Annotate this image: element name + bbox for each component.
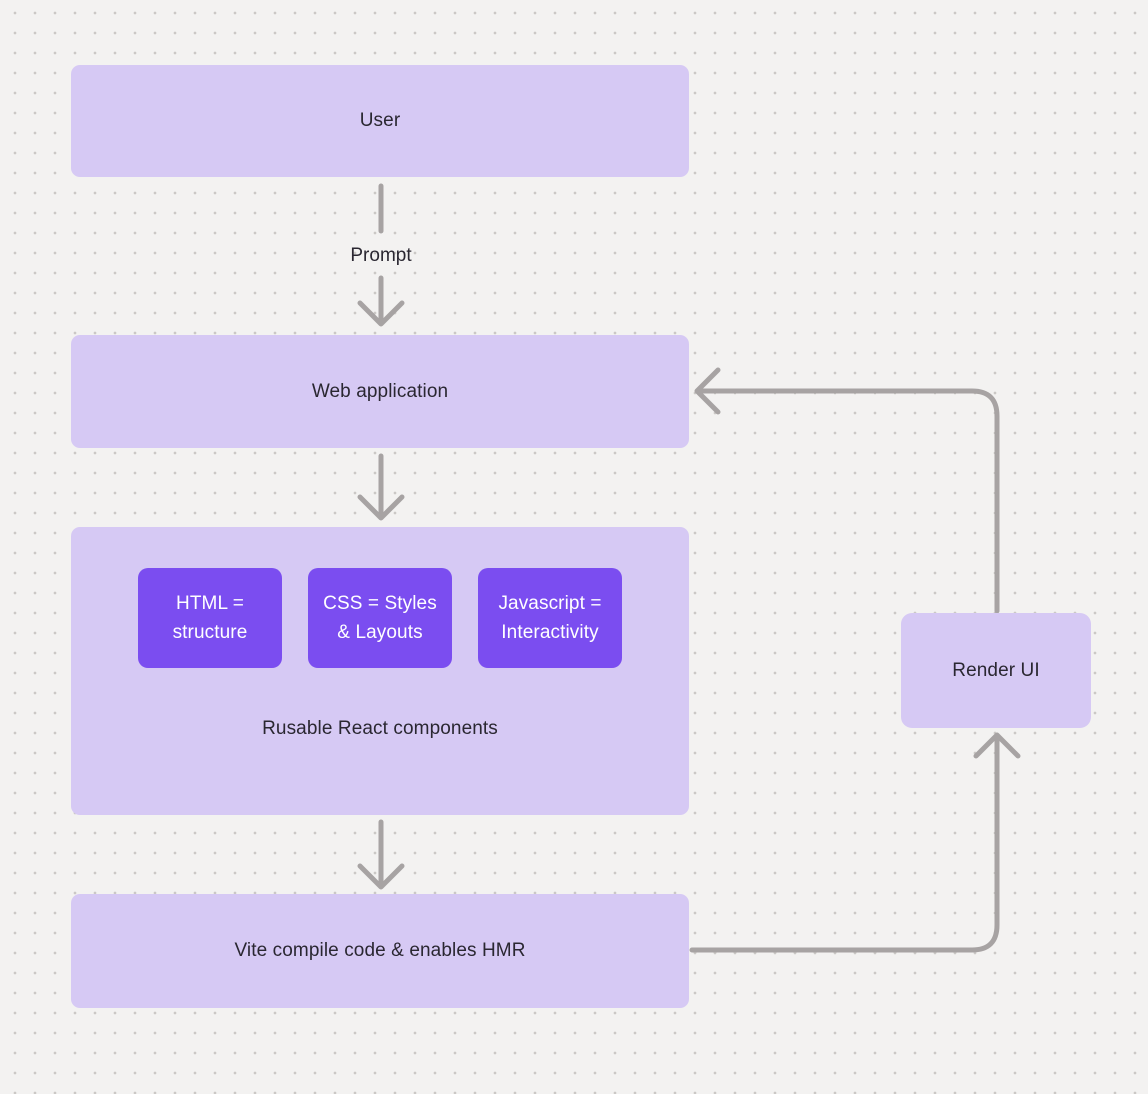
node-user: User <box>71 65 689 177</box>
chip-css: CSS = Styles & Layouts <box>308 568 452 668</box>
node-react-components: HTML = structure CSS = Styles & Layouts … <box>71 527 689 815</box>
node-web-application-label: Web application <box>311 380 449 402</box>
edge-renderui-to-webapp <box>698 388 1000 614</box>
edge-vite-to-renderui <box>689 737 1000 953</box>
node-render-ui: Render UI <box>901 613 1091 728</box>
chip-html-line2: structure <box>172 622 248 643</box>
chip-html-line1: HTML = <box>176 593 244 614</box>
arrowhead-left-icon <box>694 367 721 415</box>
chip-javascript-line2: Interactivity <box>501 622 599 643</box>
chip-html: HTML = structure <box>138 568 282 668</box>
arrowhead-down-icon <box>357 494 405 521</box>
node-vite: Vite compile code & enables HMR <box>71 894 689 1008</box>
node-render-ui-label: Render UI <box>952 659 1040 681</box>
components-caption: Rusable React components <box>262 718 498 739</box>
node-vite-label: Vite compile code & enables HMR <box>234 940 526 961</box>
chip-javascript-line1: Javascript = <box>498 593 602 614</box>
node-user-label: User <box>359 110 401 131</box>
arrowhead-down-icon <box>357 300 405 327</box>
chip-css-line1: CSS = Styles <box>323 593 437 614</box>
chip-javascript: Javascript = Interactivity <box>478 568 622 668</box>
arrowhead-up-icon <box>973 732 1021 759</box>
chip-css-line2: & Layouts <box>337 622 423 643</box>
node-web-application: Web application <box>71 335 689 448</box>
edge-label-prompt: Prompt <box>350 245 412 266</box>
arrowhead-down-icon <box>357 863 405 890</box>
